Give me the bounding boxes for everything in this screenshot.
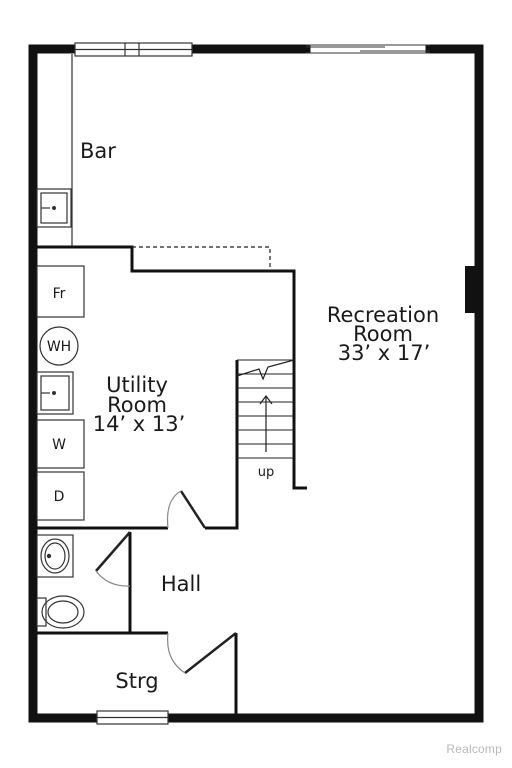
utility-room-size: 14’ x 13’ (93, 412, 186, 436)
right-wall-fixture (465, 266, 475, 313)
washer-label: W (52, 437, 66, 453)
bar-label: Bar (80, 139, 116, 163)
hall-bath-door (95, 531, 131, 587)
dashed-header (132, 246, 271, 268)
washer-icon (36, 419, 85, 469)
stairs-direction-label: up (258, 465, 275, 480)
bottom-window (96, 710, 169, 725)
water-heater-icon (39, 326, 79, 366)
top-window (74, 42, 193, 57)
furnace-icon (36, 265, 85, 318)
furnace-label: Fr (53, 286, 66, 302)
staircase (236, 359, 295, 459)
storage-door (167, 632, 237, 674)
bathroom-sink-icon (36, 534, 74, 578)
watermark: Realcomp (446, 742, 502, 756)
recreation-room-size: 33’ x 17’ (338, 341, 431, 365)
recreation-room-name-line1: Recreation (327, 303, 439, 327)
hall-label: Hall (161, 572, 201, 596)
utility-room-name-line1: Utility (106, 373, 168, 397)
storage-label: Strg (115, 669, 158, 693)
sliding-door (306, 44, 430, 54)
utility-door (166, 490, 207, 529)
utility-sink-icon (36, 371, 74, 415)
bar-sink-icon (36, 188, 72, 228)
dryer-label: D (54, 489, 65, 505)
toilet-icon (36, 595, 85, 629)
utility-room-name-line2: Room (107, 393, 167, 417)
exterior-walls (28, 44, 484, 723)
water-heater-label: WH (47, 339, 71, 355)
recreation-room-name-line2: Room (353, 322, 413, 346)
dryer-icon (36, 471, 85, 521)
